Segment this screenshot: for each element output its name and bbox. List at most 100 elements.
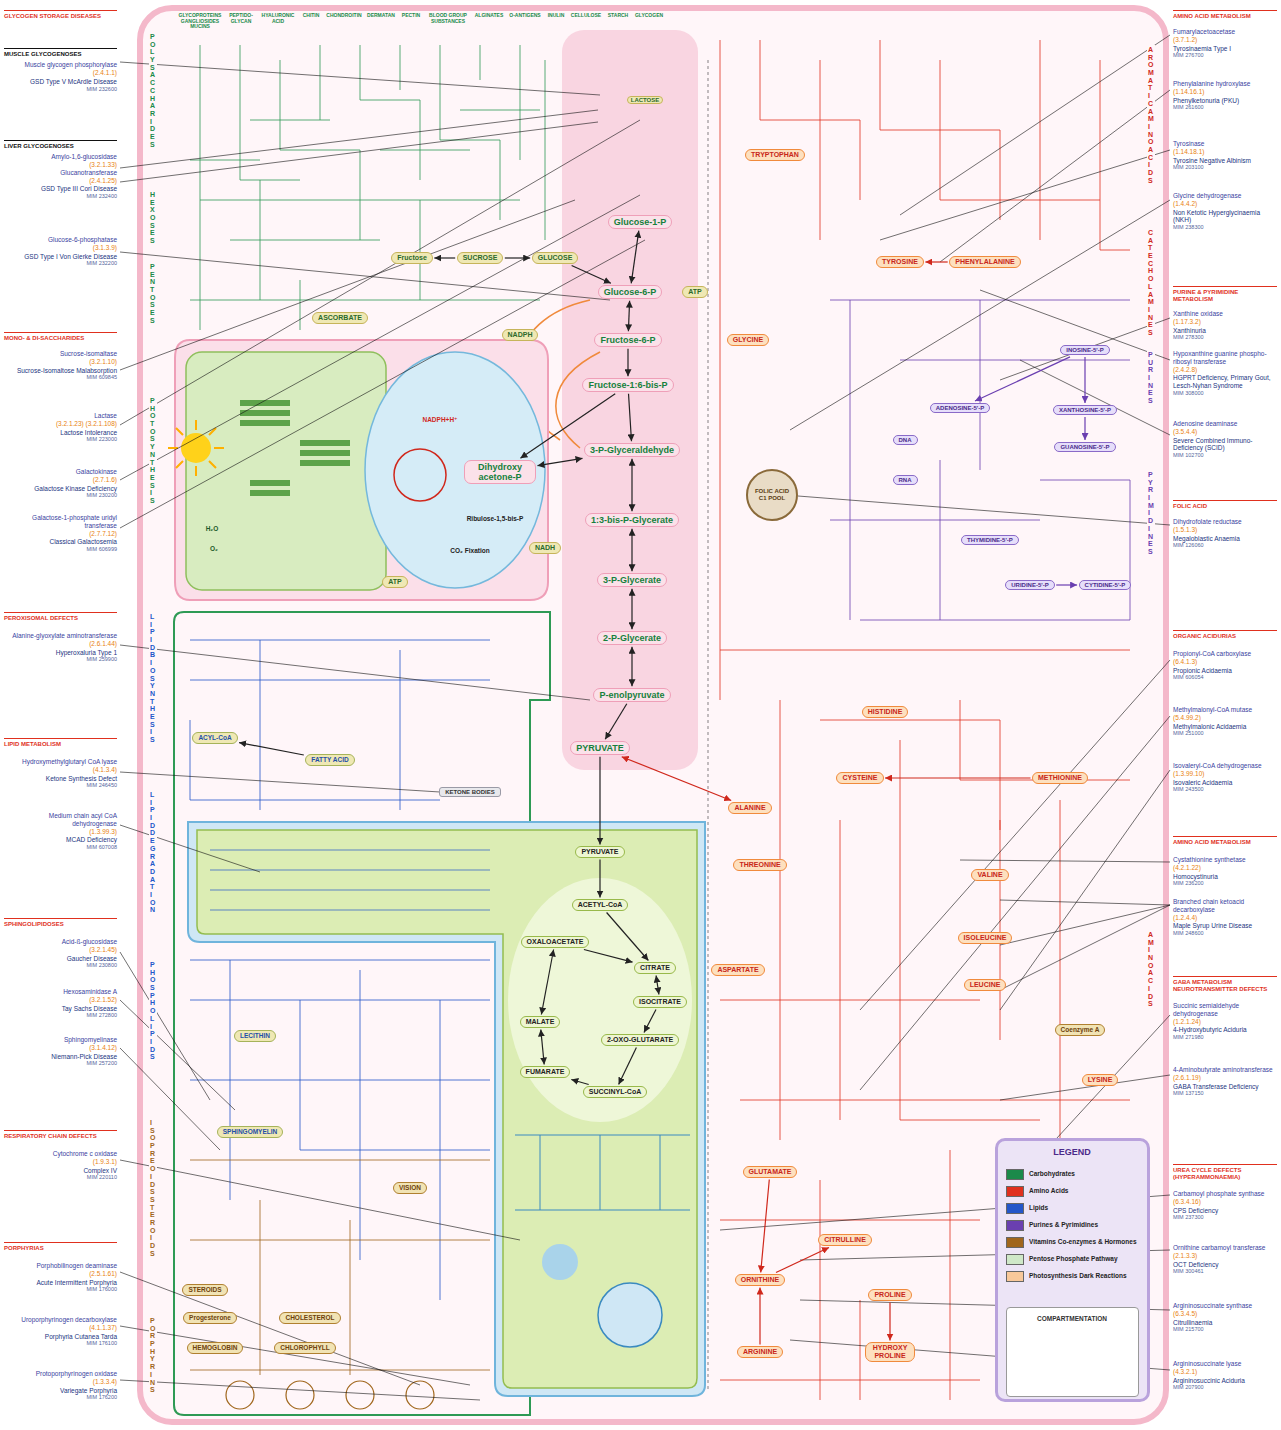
node-label: CHOLESTEROL	[285, 1314, 334, 1321]
disease-group: ORGANIC ACIDURIAS	[1173, 630, 1277, 640]
mim-number: MIM 215700	[1173, 1326, 1277, 1333]
ec-number: (2.4.2.8)	[1173, 366, 1277, 374]
disease-group: GABA METABOLISM NEUROTRANSMITTER DEFECTS	[1173, 976, 1277, 993]
disease-name: Phenylketonuria (PKU)	[1173, 97, 1277, 105]
nucleotide-box: GUANOSINE-5'-P	[1054, 442, 1115, 453]
disease-group: UREA CYCLE DEFECTS (HYPERAMMONAEMIA)	[1173, 1164, 1277, 1181]
disease-name: GSD Type V McArdle Disease	[4, 78, 117, 86]
node-label: Fructose-1:6-bis-P	[588, 380, 667, 390]
amino-acid-box: LYSINE	[1082, 1074, 1119, 1086]
node-label: THYMIDINE-5'-P	[967, 537, 1013, 544]
legend-swatch	[1006, 1186, 1024, 1197]
amino-acid-box: HYDROXY PROLINE	[865, 1342, 915, 1362]
tca-intermediate-box: FUMARATE	[520, 1066, 571, 1078]
legend-box: CarbohydratesAmino AcidsLipidsPurines & …	[995, 1138, 1150, 1402]
node-label: VALINE	[977, 871, 1002, 879]
mim-number: MIM 223000	[4, 436, 117, 443]
ec-number: (3.1.3.9)	[4, 244, 117, 252]
disease-name: Classical Galactosemia	[4, 538, 117, 546]
disease-group: LIPID METABOLISM	[4, 738, 117, 748]
pathway-arrow	[239, 743, 304, 755]
node-label: 2-P-Glycerate	[603, 633, 661, 643]
mim-number: MIM 237300	[1173, 1214, 1277, 1221]
disease-group: LIVER GLYCOGENOSESAmylo-1,6-glucosidase(…	[4, 140, 117, 200]
disease-name: Porphyria Cutanea Tarda	[4, 1333, 117, 1341]
ec-number: (2.6.1.19)	[1173, 1074, 1277, 1082]
node-label: TYROSINE	[882, 258, 918, 266]
disease-name: Variegate Porphyria	[4, 1387, 117, 1395]
node-label: 2-OXO-GLUTARATE	[607, 1036, 673, 1044]
mim-number: MIM 251000	[1173, 730, 1277, 737]
disease-group: Hexosaminidase A(3.2.1.52)Tay Sachs Dise…	[4, 988, 117, 1019]
polysaccharide-label: O-ANTIGENS	[506, 13, 544, 19]
enzyme-name: Medium chain acyl CoA dehydrogenase	[4, 812, 117, 828]
glycolysis-band	[562, 30, 698, 770]
node-label: PHENYLALANINE	[955, 258, 1015, 266]
enzyme-name: Acid-ß-glucosidase	[4, 938, 117, 946]
section-label: HEXOSES	[149, 190, 157, 246]
pathway-arrow	[629, 394, 632, 442]
sun	[181, 433, 211, 463]
section-label: CATECHOLAMINES	[1147, 228, 1155, 338]
nucleotide-pathways	[830, 300, 1130, 620]
cofactor-box: ATP	[682, 286, 707, 298]
enzyme-name: Xanthine oxidase	[1173, 310, 1277, 318]
pathway-arrow	[627, 349, 628, 377]
section-label: PHOTOSYNTHESIS	[149, 396, 157, 506]
pathway-arrow	[622, 757, 732, 801]
photosynthesis-label: H₂O	[205, 525, 220, 532]
disease-name: CPS Deficiency	[1173, 1207, 1277, 1215]
polysaccharide-label: HYALURONIC ACID	[258, 13, 298, 24]
disease-name: Maple Syrup Urine Disease	[1173, 922, 1277, 930]
polysaccharide-label: BLOOD GROUP SUBSTANCES	[424, 13, 472, 24]
enzyme-name: Lactase	[4, 412, 117, 420]
ec-number: (4.1.1.37)	[4, 1324, 117, 1332]
legend-text: Purines & Pyrimidines	[1029, 1221, 1098, 1228]
pathway-arrow	[599, 757, 600, 845]
node-label: LECITHIN	[240, 1032, 270, 1039]
pathway-arrow	[631, 647, 632, 687]
ec-number: (1.3.99.10)	[1173, 770, 1277, 778]
node-label: SUCROSE	[463, 254, 498, 262]
pathway-arrow	[656, 976, 659, 995]
node-label: ACETYL-CoA	[578, 901, 623, 909]
photosynthesis-label: CO₂ Fixation	[449, 547, 490, 554]
enzyme-name: Methylmalonyl-CoA mutase	[1173, 706, 1277, 714]
ec-number: (2.7.1.6)	[4, 476, 117, 484]
enzyme-name: Phenylalanine hydroxylase	[1173, 80, 1277, 88]
node-label: ARGININE	[743, 1348, 777, 1356]
tca-intermediate-box: 2-OXO-GLUTARATE	[601, 1034, 679, 1046]
ec-number: (5.4.99.2)	[1173, 714, 1277, 722]
node-label: LYSINE	[1088, 1076, 1113, 1084]
disease-group: Sphingomyelinase(3.1.4.12)Niemann-Pick D…	[4, 1036, 117, 1067]
sugar-label: LACTOSE	[627, 96, 664, 104]
mitochondrion-outer	[188, 822, 705, 1396]
tca-matrix	[508, 878, 692, 1122]
pathway-arrow	[1056, 584, 1077, 585]
node-label: LEUCINE	[970, 981, 1001, 989]
section-heading: LIPID METABOLISM	[4, 738, 117, 748]
mim-number: MIM 308000	[1173, 390, 1277, 397]
legend-row: Photosynthesis Dark Reactions	[1006, 1269, 1142, 1283]
section-label: AROMATIC AMINO ACIDS	[1147, 45, 1155, 185]
node-label: ISOCITRATE	[639, 998, 681, 1006]
node-label: CITRULLINE	[824, 1236, 866, 1244]
legend-text: Photosynthesis Dark Reactions	[1029, 1272, 1127, 1279]
pathway-arrow	[1084, 357, 1085, 403]
pathway-arrow	[584, 950, 633, 963]
polysaccharide-label: INULIN	[544, 13, 568, 19]
amino-acid-box: THREONINE	[733, 859, 786, 871]
node-label: Dihydroxy acetone-P	[470, 462, 530, 483]
polysaccharide-label: ALGINATES	[472, 13, 506, 19]
disease-group: PORPHYRIAS	[4, 1242, 117, 1252]
mim-number: MIM 248600	[1173, 930, 1277, 937]
section-heading: PURINE & PYRIMIDINE METABOLISM	[1173, 286, 1277, 303]
amino-acid-box: PROLINE	[868, 1289, 911, 1301]
amino-acid-box: LEUCINE	[964, 979, 1007, 991]
disease-name: Lactose Intolerance	[4, 429, 117, 437]
pathway-arrow	[631, 231, 639, 284]
disease-group: Adenosine deaminase(3.5.4.4)Severe Combi…	[1173, 420, 1277, 459]
ec-number: (2.1.3.3)	[1173, 1252, 1277, 1260]
node-label: SUCCINYL-CoA	[589, 1088, 642, 1096]
ec-number: (4.1.3.4)	[4, 766, 117, 774]
